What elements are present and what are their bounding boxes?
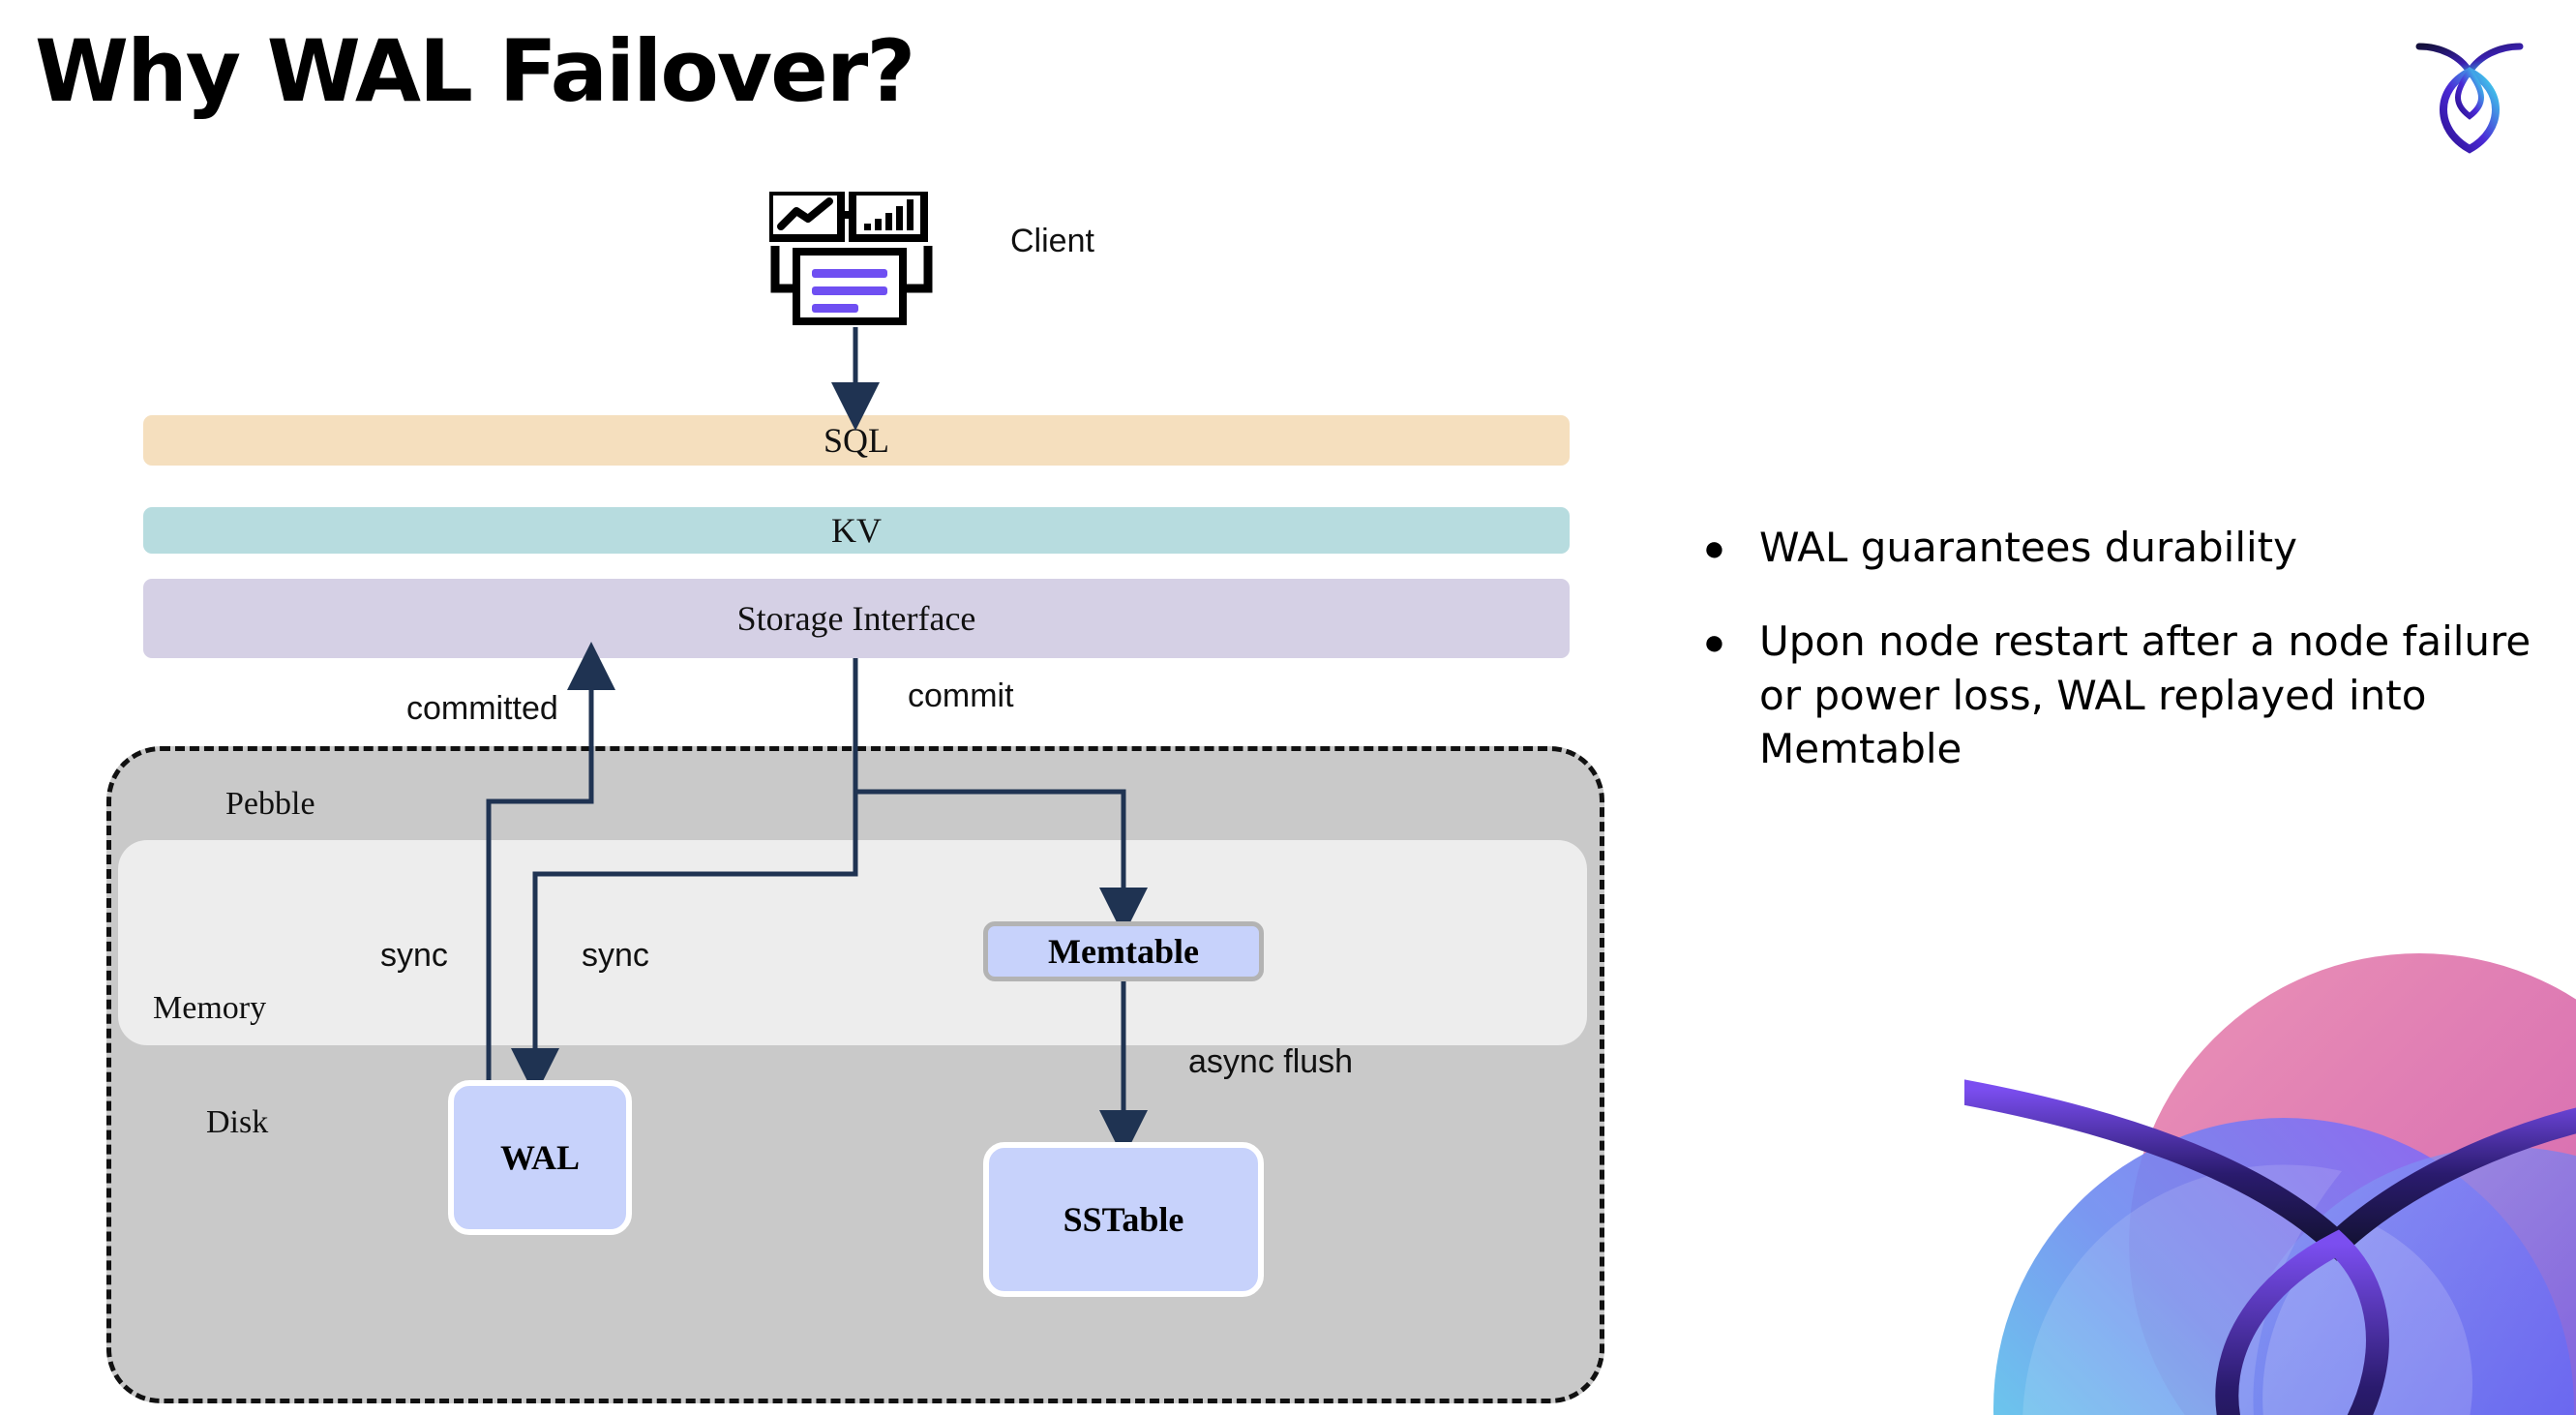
layer-sql-label: SQL: [823, 421, 889, 460]
bullet-text: Upon node restart after a node failure o…: [1759, 617, 2531, 773]
memory-label: Memory: [153, 990, 267, 1026]
pebble-label: Pebble: [225, 786, 315, 822]
layer-storage-interface: Storage Interface: [143, 579, 1570, 658]
client-terminal-icon: [765, 188, 934, 327]
node-wal-label: WAL: [499, 1138, 581, 1177]
cockroachdb-logo-icon: [2411, 29, 2528, 155]
page-title: Why WAL Failover?: [35, 21, 915, 121]
edge-label-commit: commit: [908, 677, 1014, 714]
node-memtable-label: Memtable: [1048, 932, 1199, 971]
decorative-logo-petals: [1964, 924, 2576, 1415]
bullet-marker: ●: [1703, 622, 1725, 664]
edge-label-sync-2: sync: [582, 937, 649, 974]
node-memtable[interactable]: Memtable: [983, 921, 1264, 981]
bullet-list: ● WAL guarantees durability ● Upon node …: [1703, 521, 2535, 817]
node-sstable[interactable]: SSTable: [983, 1142, 1264, 1297]
layer-kv: KV: [143, 507, 1570, 554]
edge-label-committed: committed: [406, 690, 558, 727]
layer-storage-label: Storage Interface: [736, 599, 976, 638]
bullet-marker: ●: [1703, 528, 1725, 569]
node-wal[interactable]: WAL: [448, 1080, 632, 1235]
layer-kv-label: KV: [831, 511, 882, 550]
client-label: Client: [1010, 223, 1094, 259]
memory-region: [118, 840, 1587, 1045]
edge-label-async-flush: async flush: [1188, 1043, 1354, 1080]
bullet-text: WAL guarantees durability: [1759, 524, 2298, 571]
list-item: ● WAL guarantees durability: [1703, 521, 2535, 574]
edge-label-sync-1: sync: [380, 937, 448, 974]
disk-label: Disk: [206, 1104, 269, 1140]
node-sstable-label: SSTable: [1063, 1200, 1184, 1239]
architecture-diagram: Client SQL KV Storage Interface Pebble M…: [106, 188, 1604, 1403]
layer-sql: SQL: [143, 415, 1570, 466]
list-item: ● Upon node restart after a node failure…: [1703, 615, 2535, 775]
